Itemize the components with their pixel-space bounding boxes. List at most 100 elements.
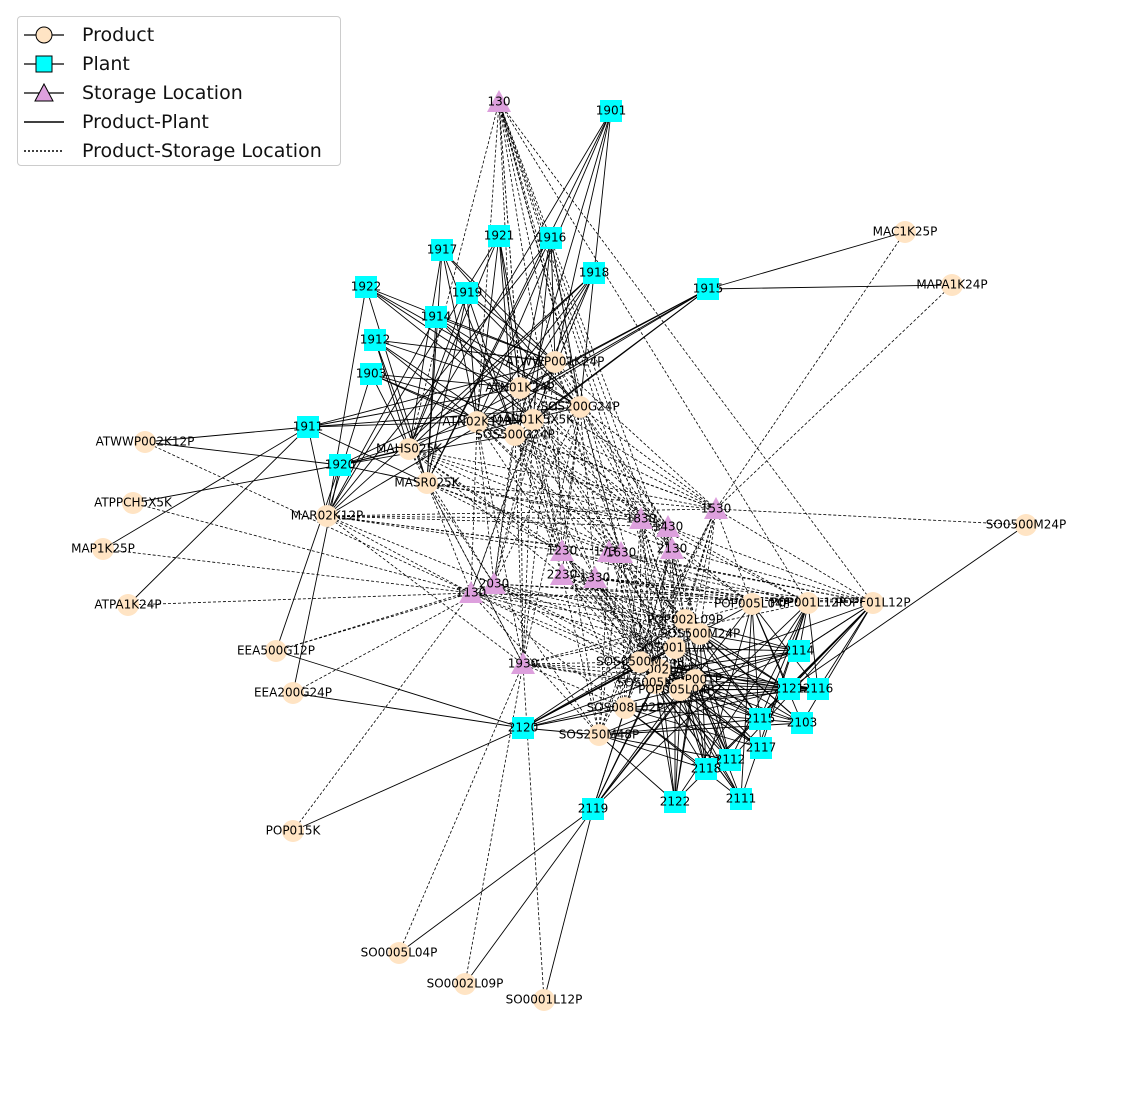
product-node-mapa1k24p: MAPA1K24P [916,274,988,296]
plant-node-2119: 2119 [578,798,608,820]
dotted-line-icon [24,136,80,165]
product-storage-edge [522,603,753,665]
product-plant-edge [550,237,556,363]
plant-node-2103: 2103 [787,712,817,734]
node-label: SOS0500M24P [596,655,684,669]
product-storage-edge [561,574,874,604]
product-plant-edge [729,602,874,761]
legend-label: Plant [82,52,130,75]
product-storage-edge [476,421,642,520]
node-label: 1921 [484,229,515,243]
product-plant-edge [144,426,309,443]
node-label: 2117 [746,741,777,755]
plant-marker [664,791,686,813]
product-storage-edge [608,551,696,681]
product-plant-edge [705,603,753,770]
plant-node-2112: 2112 [715,749,745,771]
storage-marker-icon [24,78,80,107]
product-storage-edge [408,448,563,552]
product-plant-edge [408,292,468,450]
product-plant-edge [441,249,581,408]
product-storage-edge [493,419,534,585]
node-label: 2115 [745,712,776,726]
product-storage-edge [519,387,717,510]
product-storage-edge [426,482,563,552]
plant-node-2115: 2115 [745,708,776,730]
node-label: ATWWP001K24P [506,355,605,369]
plant-node-2122: 2122 [660,791,690,813]
product-plant-edge [624,707,803,724]
plant-node-1912: 1912 [360,329,390,351]
product-storage-edge [426,482,472,594]
plant-marker [540,227,562,249]
product-storage-edge [426,482,669,528]
product-storage-edge [326,515,622,554]
product-node-atppch5x5k: ATPPCH5X5K [94,492,173,514]
product-storage-edge [640,518,696,681]
node-label: POP005L04P2 [638,683,722,697]
storage-node-2030: 2030 [479,572,510,594]
product-node-atn02k12p: ATN02K12P [442,411,512,433]
product-node-eea500g12p: EEA500G12P [237,640,315,662]
product-storage-edge [493,406,581,585]
plant-marker [360,363,382,385]
storage-node-1330: 1330 [580,566,611,588]
plant-marker [355,276,377,298]
product-node-sos500g24p: SOS500G24P [475,424,555,446]
product-marker [388,942,410,964]
product-node-popf01l12p: POPF01L12P [835,592,911,614]
product-plant-edge [476,235,500,423]
product-storage-edge [608,551,676,649]
product-storage-edge [326,515,524,665]
product-storage-edge [620,552,701,635]
node-label: 1330 [580,571,611,585]
plant-marker [791,712,813,734]
node-label: MAPA1K24P [916,278,987,292]
product-node-eea200g24p: EEA200G24P [254,682,332,704]
product-plant-edge [598,718,761,736]
product-plant-edge [326,286,367,517]
product-storage-edge [408,448,669,528]
product-storage-edge [493,583,874,604]
product-plant-edge [292,692,524,729]
plant-node-1917: 1917 [427,239,457,261]
node-label: 1918 [579,266,610,280]
product-plant-edge [522,689,681,729]
product-plant-edge [798,602,874,652]
product-storage-edge [132,502,472,594]
product-plant-edge [339,464,428,484]
product-plant-edge [592,707,626,810]
product-marker [1015,514,1037,536]
product-plant-edge [592,689,681,810]
storage-marker [511,652,535,674]
product-storage-edge [493,583,600,736]
node-label: 1230 [547,544,578,558]
product-node-pop005l04p: POP005L04P [714,593,790,615]
product-storage-edge [561,574,696,681]
product-marker [398,438,420,460]
product-plant-edge [751,603,803,724]
product-storage-edge [594,577,641,663]
product-plant-edge [514,288,709,436]
node-label: 1914 [421,310,452,324]
product-storage-edge [476,421,610,553]
node-label: 2030 [479,577,510,591]
product-plant-edge [435,316,556,363]
product-storage-edge [594,577,681,691]
storage-marker [550,563,574,585]
product-storage-edge [514,434,717,510]
product-storage-edge [598,552,622,736]
plant-marker-icon [24,49,80,78]
node-label: MAN01K5X5K [492,413,575,427]
node-label: 1903 [356,367,387,381]
product-storage-edge [532,419,717,510]
product-storage-edge [522,661,641,665]
product-storage-edge [476,421,563,552]
product-plant-edge [659,650,800,671]
node-label: ATN02K12P [442,415,511,429]
product-storage-edge [561,550,641,663]
storage-marker [704,497,728,519]
plant-node-1915: 1915 [693,278,723,300]
legend-item-product: Product [18,20,154,49]
product-plant-edge [592,682,656,810]
